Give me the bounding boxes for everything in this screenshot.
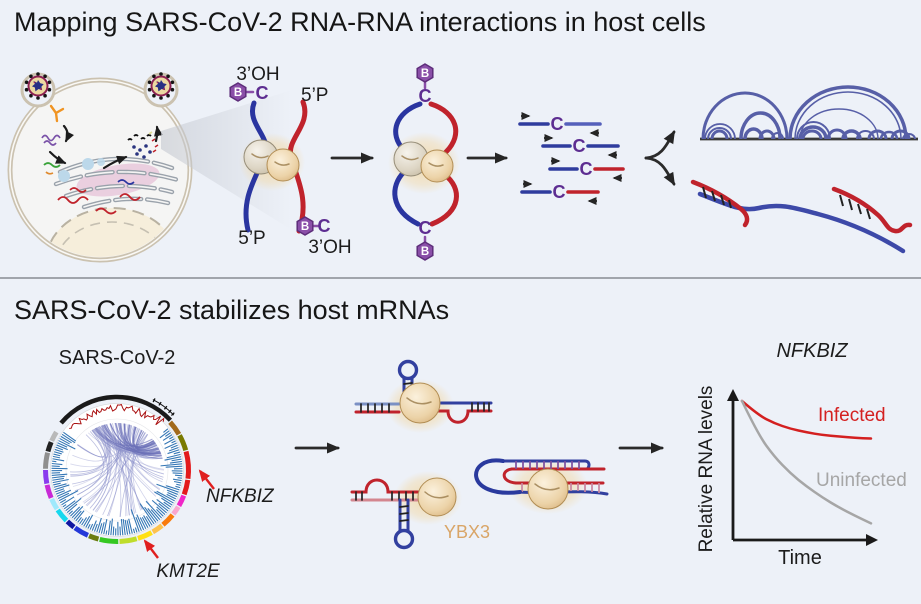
label-5p-top: 5’P [301,85,328,106]
svg-text:B: B [301,221,309,233]
circos-plot [45,397,188,542]
linker-nucleotide: C [318,216,331,236]
read-linker: C [553,182,566,202]
svg-text:B: B [421,68,429,80]
label-3oh-top: 3’OH [236,64,279,85]
gene-label-kmt2e: KMT2E [156,561,220,582]
linker-nucleotide: C [419,218,432,238]
chart-xlabel: Time [778,547,822,569]
svg-text:B: B [421,246,429,258]
ybx3-label: YBX3 [444,522,490,542]
linker-nucleotide: C [419,86,432,106]
read-linker: C [580,159,593,179]
series-label-infected: Infected [818,405,886,426]
label-5p-bottom: 5’P [238,228,265,249]
series-label-uninfected: Uninfected [816,470,907,491]
chart-title: NFKBIZ [776,340,848,362]
read-linker: C [551,114,564,134]
bottom-panel-title: SARS-CoV-2 stabilizes host mRNAs [14,295,449,325]
ribosome-icon [82,158,94,170]
ribosome-icon [97,158,105,166]
linker-nucleotide: C [256,83,269,103]
read-linker: C [573,136,586,156]
circos-genome-label: SARS-CoV-2 [59,347,176,369]
ribosome-icon [58,170,70,182]
top-panel-title: Mapping SARS-CoV-2 RNA-RNA interactions … [14,7,706,37]
gene-label-nfkbiz: NFKBIZ [206,486,275,507]
svg-text:B: B [234,87,242,99]
chart-ylabel: Relative RNA levels [696,386,717,553]
label-3oh-bottom: 3’OH [308,237,351,258]
